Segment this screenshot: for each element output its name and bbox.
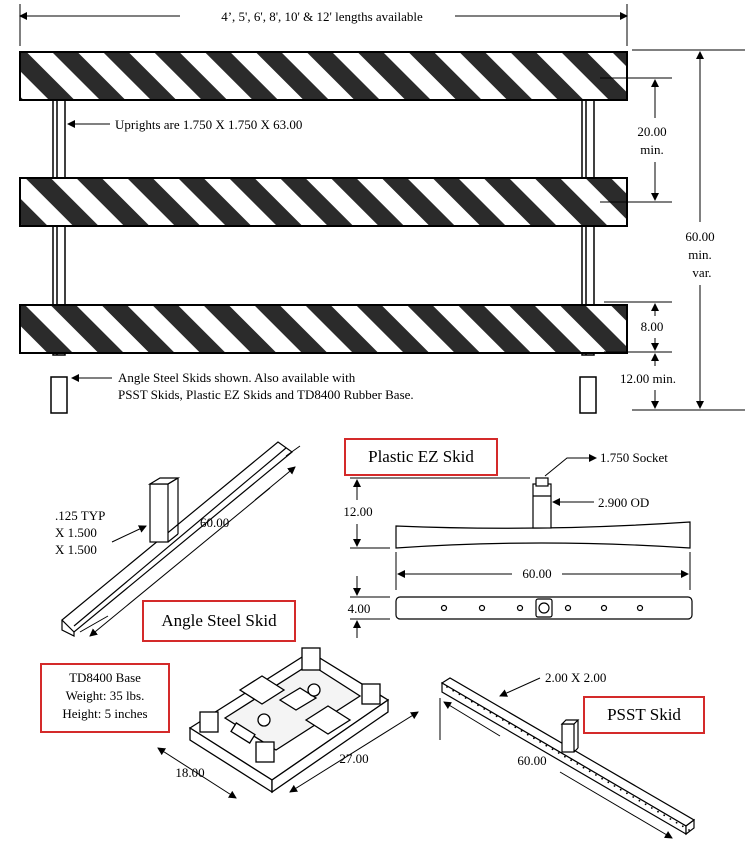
- plastic-ez-skid-title-box: Plastic EZ Skid: [344, 438, 498, 476]
- psst-hole: [681, 825, 684, 828]
- psst-hole: [483, 708, 486, 710]
- lengths-label: 4’, 5', 6', 8', 10' & 12' lengths availa…: [221, 9, 423, 24]
- td8400-title: TD8400 Base: [69, 670, 141, 685]
- psst-hole: [638, 799, 641, 802]
- psst-hole: [452, 689, 455, 692]
- bottom-rail: [19, 304, 628, 354]
- skids-note-line1: Angle Steel Skids shown. Also available …: [118, 370, 356, 385]
- psst-hole: [501, 719, 504, 721]
- psst-hole: [657, 810, 659, 813]
- angle-typ-1: .125 TYP: [55, 508, 105, 523]
- ez-thickness-label: 4.00: [348, 601, 371, 616]
- ez-skid-top-view: [395, 596, 693, 620]
- psst-hole: [446, 686, 448, 688]
- ez-length-label: 60.00: [522, 566, 551, 581]
- psst-hole: [489, 711, 492, 714]
- psst-hole: [520, 730, 523, 732]
- dim-60-var: var.: [692, 265, 711, 280]
- angle-typ-2: X 1.500: [55, 525, 97, 540]
- top-rail: [19, 51, 628, 101]
- psst-hole: [613, 785, 616, 787]
- angle-typ-3: X 1.500: [55, 542, 97, 557]
- skids-note-line2: PSST Skids, Plastic EZ Skids and TD8400 …: [118, 387, 414, 402]
- td8400-height: Height: 5 inches: [62, 706, 148, 721]
- psst-hole: [595, 774, 597, 776]
- psst-hole: [539, 741, 541, 743]
- td8400-dim-b: 27.00: [339, 751, 368, 766]
- psst-hole: [570, 759, 572, 762]
- psst-hole: [669, 818, 672, 820]
- psst-hole: [601, 777, 603, 780]
- angle-steel-skid-title-box: Angle Steel Skid: [142, 600, 296, 642]
- psst-hole: [582, 766, 585, 769]
- psst-hole: [545, 744, 548, 747]
- psst-length-label: 60.00: [517, 753, 546, 768]
- psst-hole: [526, 733, 529, 736]
- psst-hole: [470, 700, 473, 703]
- td8400-info-box: TD8400 Base Weight: 35 lbs. Height: 5 in…: [40, 663, 170, 733]
- angle-length: 60.00: [200, 515, 229, 530]
- psst-hole: [477, 704, 479, 707]
- ez-socket-label: 1.750 Socket: [600, 450, 668, 465]
- psst-holes: [446, 686, 690, 831]
- dim-12-value: 12.00 min.: [620, 371, 676, 386]
- dim-8-value: 8.00: [641, 319, 664, 334]
- td8400-dim-a: 18.00: [175, 765, 204, 780]
- dim-60-value: 60.00: [685, 229, 714, 244]
- psst-skid-title: PSST Skid: [607, 705, 681, 724]
- psst-hole: [663, 814, 666, 817]
- plastic-ez-skid-title: Plastic EZ Skid: [368, 447, 474, 466]
- dim-20-value: 20.00: [637, 124, 666, 139]
- psst-hole: [564, 755, 566, 758]
- dim-60-min: min.: [688, 247, 711, 262]
- top-length-dimension: [19, 4, 628, 46]
- psst-hole: [644, 803, 647, 806]
- ez-height-label: 12.00: [343, 504, 372, 519]
- psst-hole: [551, 748, 554, 751]
- ez-skid-side-view: [395, 477, 691, 549]
- psst-hole: [576, 763, 579, 765]
- psst-hole: [495, 715, 498, 718]
- td8400-base-drawing: [188, 647, 390, 794]
- psst-hole: [533, 737, 535, 740]
- angle-steel-skid-title: Angle Steel Skid: [161, 611, 277, 630]
- psst-hole: [557, 752, 560, 754]
- psst-hole: [607, 781, 610, 784]
- psst-hole: [632, 796, 635, 798]
- psst-size-label: 2.00 X 2.00: [545, 670, 606, 685]
- td8400-weight: Weight: 35 lbs.: [65, 688, 145, 703]
- psst-hole: [619, 788, 622, 791]
- psst-hole: [688, 829, 690, 831]
- middle-rail: [19, 177, 628, 227]
- psst-hole: [626, 792, 628, 795]
- psst-hole: [464, 697, 467, 699]
- psst-hole: [588, 770, 591, 773]
- right-dimensions: [600, 49, 745, 411]
- dim-20-min: min.: [640, 142, 663, 157]
- psst-skid-title-box: PSST Skid: [583, 696, 705, 734]
- psst-hole: [458, 693, 461, 696]
- psst-hole: [514, 726, 517, 729]
- uprights-note: Uprights are 1.750 X 1.750 X 63.00: [115, 117, 302, 132]
- uprights: [50, 99, 597, 414]
- psst-hole: [675, 821, 678, 824]
- ez-od-label: 2.900 OD: [598, 495, 649, 510]
- psst-hole: [508, 722, 510, 725]
- psst-hole: [650, 807, 653, 809]
